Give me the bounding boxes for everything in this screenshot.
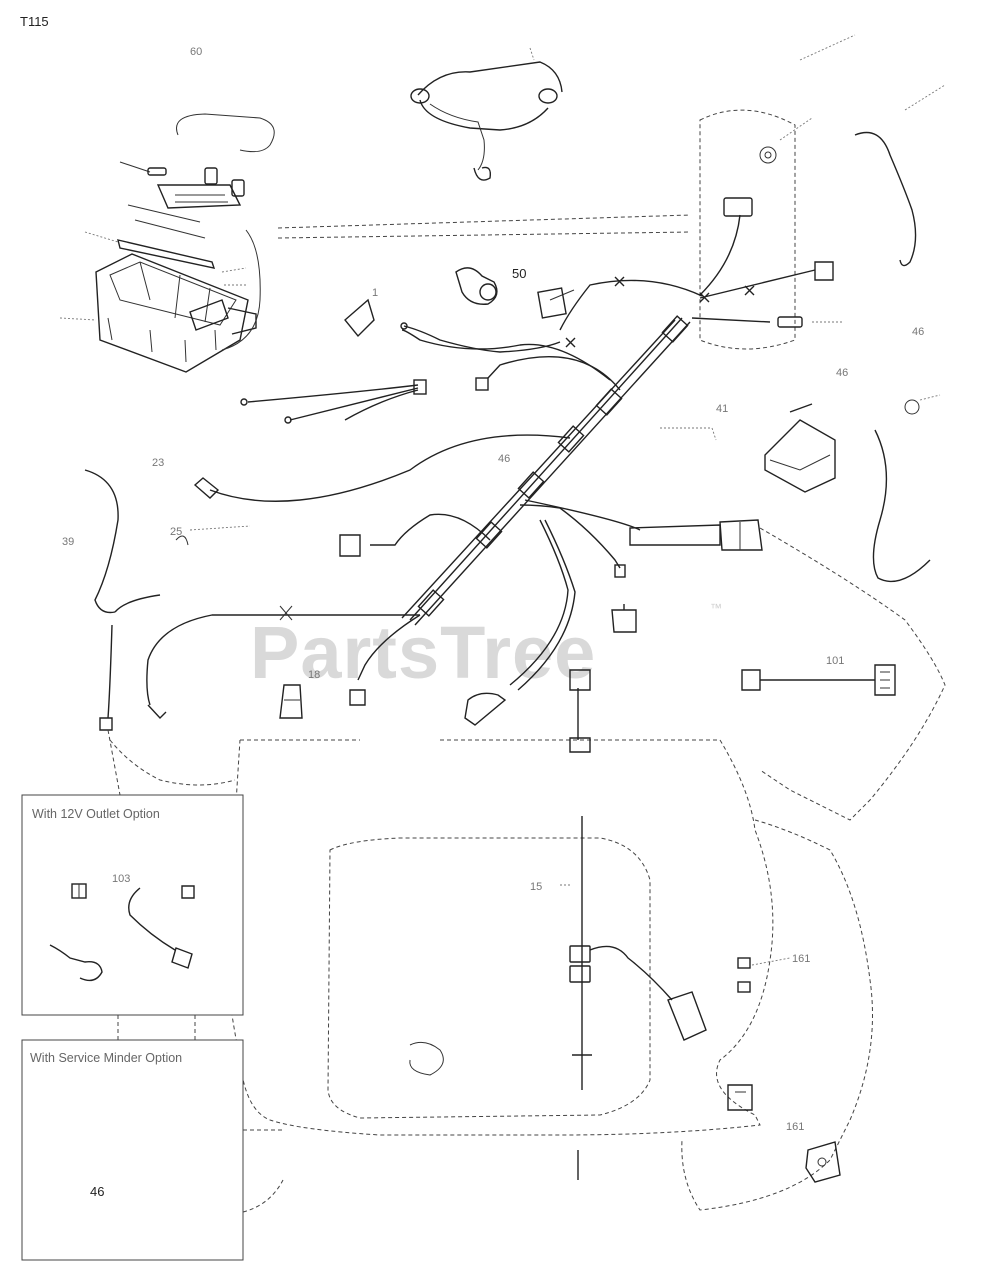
option-box-service-minder-title: With Service Minder Option xyxy=(30,1051,182,1065)
center-harness xyxy=(409,669,707,1180)
option-box-12v-callout: 103 xyxy=(112,873,130,885)
watermark-trademark: ™ xyxy=(710,601,722,615)
right-small-parts: 161 161 xyxy=(727,953,841,1183)
left-leads: 23 39 25 xyxy=(62,457,251,731)
ignition-switch: 50 xyxy=(455,266,526,305)
svg-text:25: 25 xyxy=(170,526,182,538)
svg-text:161: 161 xyxy=(786,1121,804,1133)
svg-text:46: 46 xyxy=(912,326,924,338)
svg-text:41: 41 xyxy=(716,403,728,415)
splice-markers xyxy=(565,276,755,348)
svg-text:15: 15 xyxy=(530,881,542,893)
switch-18: 18 xyxy=(279,669,320,719)
main-wire-harness: 46 xyxy=(401,315,691,626)
seat-switch xyxy=(611,604,637,633)
svg-text:23: 23 xyxy=(152,457,164,469)
connector-101: 101 xyxy=(741,655,896,696)
pto-switch: 41 46 46 xyxy=(660,326,941,583)
option-box-12v-outlet: With 12V Outlet Option 103 xyxy=(21,794,244,1016)
ground-leads: 1 xyxy=(240,287,561,424)
svg-text:60: 60 xyxy=(190,46,202,58)
battery-assembly: 60 xyxy=(59,46,275,373)
solenoid-region xyxy=(699,34,946,350)
svg-text:50: 50 xyxy=(512,266,526,281)
option-box-service-minder: With Service Minder Option 46 xyxy=(21,1039,244,1261)
option-box-12v-title: With 12V Outlet Option xyxy=(32,807,160,821)
svg-text:161: 161 xyxy=(792,953,810,965)
fuse-holder xyxy=(629,519,763,551)
svg-text:46: 46 xyxy=(836,367,848,379)
svg-text:101: 101 xyxy=(826,655,844,667)
diagram-ref-code: T115 xyxy=(20,14,49,29)
harness-branches xyxy=(146,214,816,726)
svg-text:46: 46 xyxy=(498,453,510,465)
svg-text:18: 18 xyxy=(308,669,320,681)
ignition-loop-harness xyxy=(410,47,563,181)
option-box-service-minder-callout: 46 xyxy=(90,1184,104,1199)
svg-text:39: 39 xyxy=(62,536,74,548)
watermark: PartsTree xyxy=(250,611,596,694)
svg-text:1: 1 xyxy=(372,287,378,299)
